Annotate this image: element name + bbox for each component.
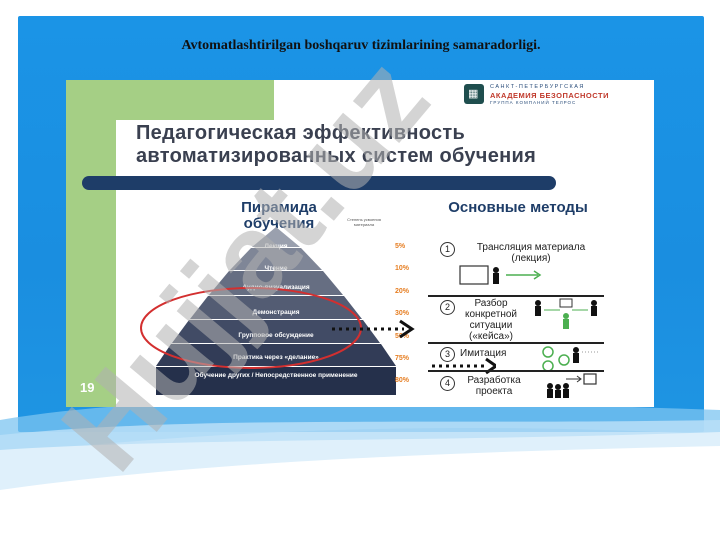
methods-title: Основные методы: [448, 199, 588, 216]
pyramid-percent-6: 75%: [395, 355, 410, 362]
pyramid-label-7: Обучение других / Непосредственное приме…: [194, 372, 358, 379]
highlight-overlay: [140, 287, 496, 375]
green-strip: [66, 80, 116, 407]
logo-line2: АКАДЕМИЯ БЕЗОПАСНОСТИ: [490, 91, 609, 100]
logo-line1: САНКТ-ПЕТЕРБУРГСКАЯ: [490, 84, 585, 90]
arrow-head-2-icon: [399, 319, 415, 339]
method-number-2: 2: [440, 300, 455, 315]
academy-logo: ▦ САНКТ-ПЕТЕРБУРГСКАЯ АКАДЕМИЯ БЕЗОПАСНО…: [464, 84, 650, 106]
pyramid-subnote: Степень усвоения материала: [347, 217, 381, 227]
figure-heading: Педагогическая эффективность автоматизир…: [136, 122, 654, 168]
pyramid-percent-3: 20%: [395, 288, 410, 295]
pyramid-label-3: Аудио-визуализация: [242, 284, 310, 291]
heading-line1: Педагогическая эффективность: [136, 122, 466, 144]
pyramid-percent-2: 10%: [395, 265, 410, 272]
method-divider-2: [428, 342, 604, 344]
method-number-3: 3: [440, 347, 455, 362]
logo-line3: ГРУППА КОМПАНИЙ ТЕЛРОС: [490, 100, 577, 105]
pyramid-percent-1: 5%: [395, 243, 406, 250]
pyramid-percent-7: 80%: [395, 377, 410, 384]
pyramid-level-2: [230, 248, 322, 270]
pyramid-label-6: Практика через «делание»: [233, 354, 319, 361]
pyramid-level-6: [156, 344, 396, 366]
pyramid-level-5: [172, 320, 380, 343]
method-text-2: Разбор конкретной ситуации («кейса»): [465, 298, 517, 342]
pyramid-title: Пирамида обучения: [241, 199, 317, 232]
method-number-1: 1: [440, 242, 455, 257]
method-divider-3: [428, 370, 604, 372]
method-number-4: 4: [440, 376, 455, 391]
embedded-slide-image: ▦ САНКТ-ПЕТЕРБУРГСКАЯ АКАДЕМИЯ БЕЗОПАСНО…: [66, 80, 654, 407]
decorative-waves: [0, 400, 720, 490]
pyramid-percent-4: 30%: [395, 310, 410, 317]
lecture-icon: [459, 265, 542, 285]
pyramid-label-4: Демонстрация: [252, 309, 300, 316]
pyramid-label-2: Чтение: [264, 265, 288, 272]
project-icon: [547, 373, 597, 398]
highlight-ellipse: [140, 287, 362, 369]
heading-underline-bar: [82, 176, 556, 190]
case-study-icon: [535, 298, 597, 329]
pyramid-label-1: Лекция: [264, 243, 288, 250]
pyramid-level-1: [252, 227, 300, 247]
slide-title: Avtomatlashtirilgan boshqaruv tizimlarin…: [181, 38, 541, 53]
method-divider-1: [428, 295, 604, 297]
pyramid-level-7: [156, 367, 396, 395]
pyramid-level-4: [190, 296, 362, 319]
heading-line2: автоматизированных систем обучения: [136, 145, 537, 167]
pyramid-label-5: Групповое обсуждение: [238, 332, 314, 339]
method-text-4: Разработка проекта: [467, 375, 521, 397]
logo-mark-icon: ▦: [464, 84, 484, 104]
page-number: 19: [80, 380, 95, 395]
method-text-1: Трансляция материала (лекция): [476, 242, 586, 264]
learning-pyramid: [156, 227, 396, 395]
method-text-3: Имитация: [460, 348, 507, 359]
simulation-icon: [542, 346, 600, 372]
green-top-band: [116, 80, 274, 120]
